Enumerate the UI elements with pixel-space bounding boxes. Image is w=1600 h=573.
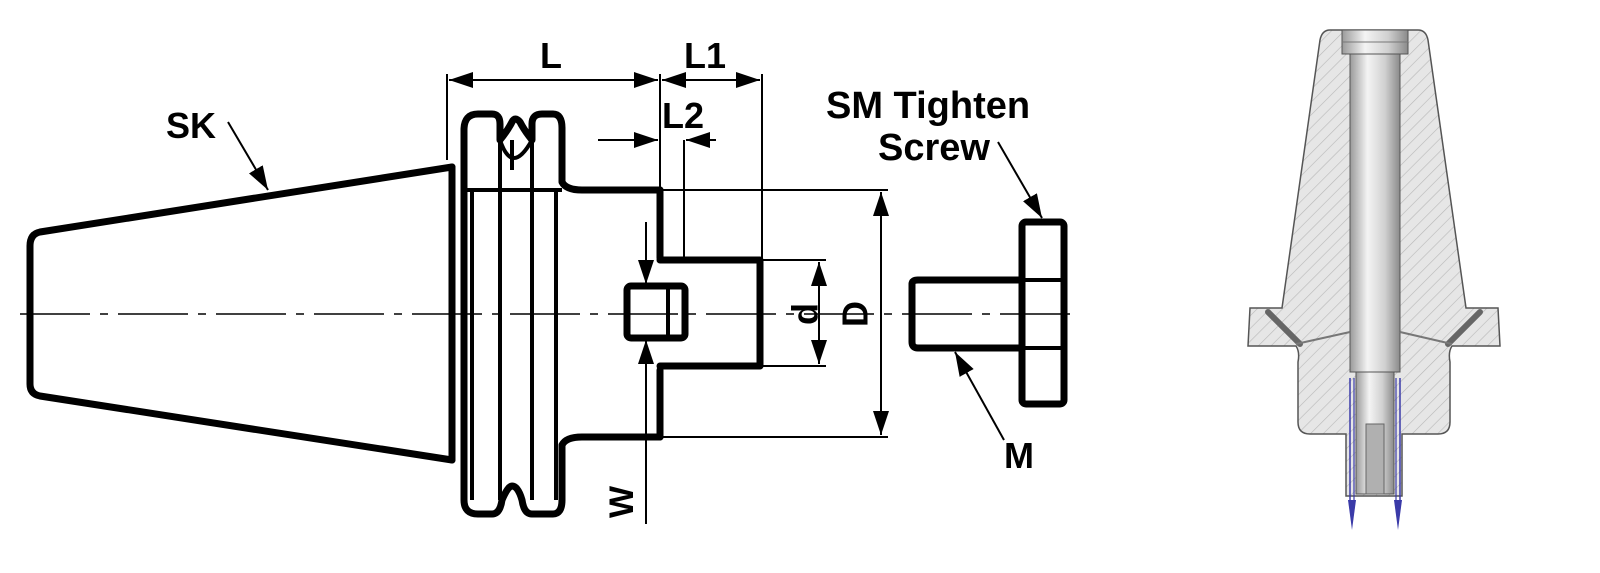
label-w: W [603,485,641,518]
coolant-nozzle-left [1348,500,1356,530]
flange-top-outline [460,110,664,194]
cross-bore-left [1295,331,1351,345]
groove-v [498,139,534,160]
screw-shank-top [908,276,1026,288]
cross-section-view [1247,29,1501,530]
label-d-large: D [835,301,876,327]
cross-bore-right [1399,331,1453,345]
label-sk: SK [166,105,216,146]
flange-bottom-outline [460,126,664,518]
inner-bore [1365,423,1385,495]
pilot-outline [656,256,764,370]
leader-m [954,351,1005,441]
label-l: L [540,35,562,76]
flange-bore-right [1445,309,1483,347]
leader-sk [227,121,269,191]
drawbar-bore [1349,53,1401,373]
leader-screw [997,141,1043,219]
screw-head [1018,218,1068,408]
label-sm-line2: Screw [878,127,990,169]
label-d-small: d [785,303,826,325]
screw-shank-bottom [908,280,1026,352]
flange-bore-left [1265,309,1303,347]
label-sm-line1: SM Tighten [826,85,1030,127]
drive-key [623,282,689,342]
label-m: M [1004,435,1034,476]
label-l2: L2 [662,95,704,136]
coolant-nozzle-right [1394,500,1402,530]
taper-outline [26,163,456,464]
label-l1: L1 [684,35,726,76]
